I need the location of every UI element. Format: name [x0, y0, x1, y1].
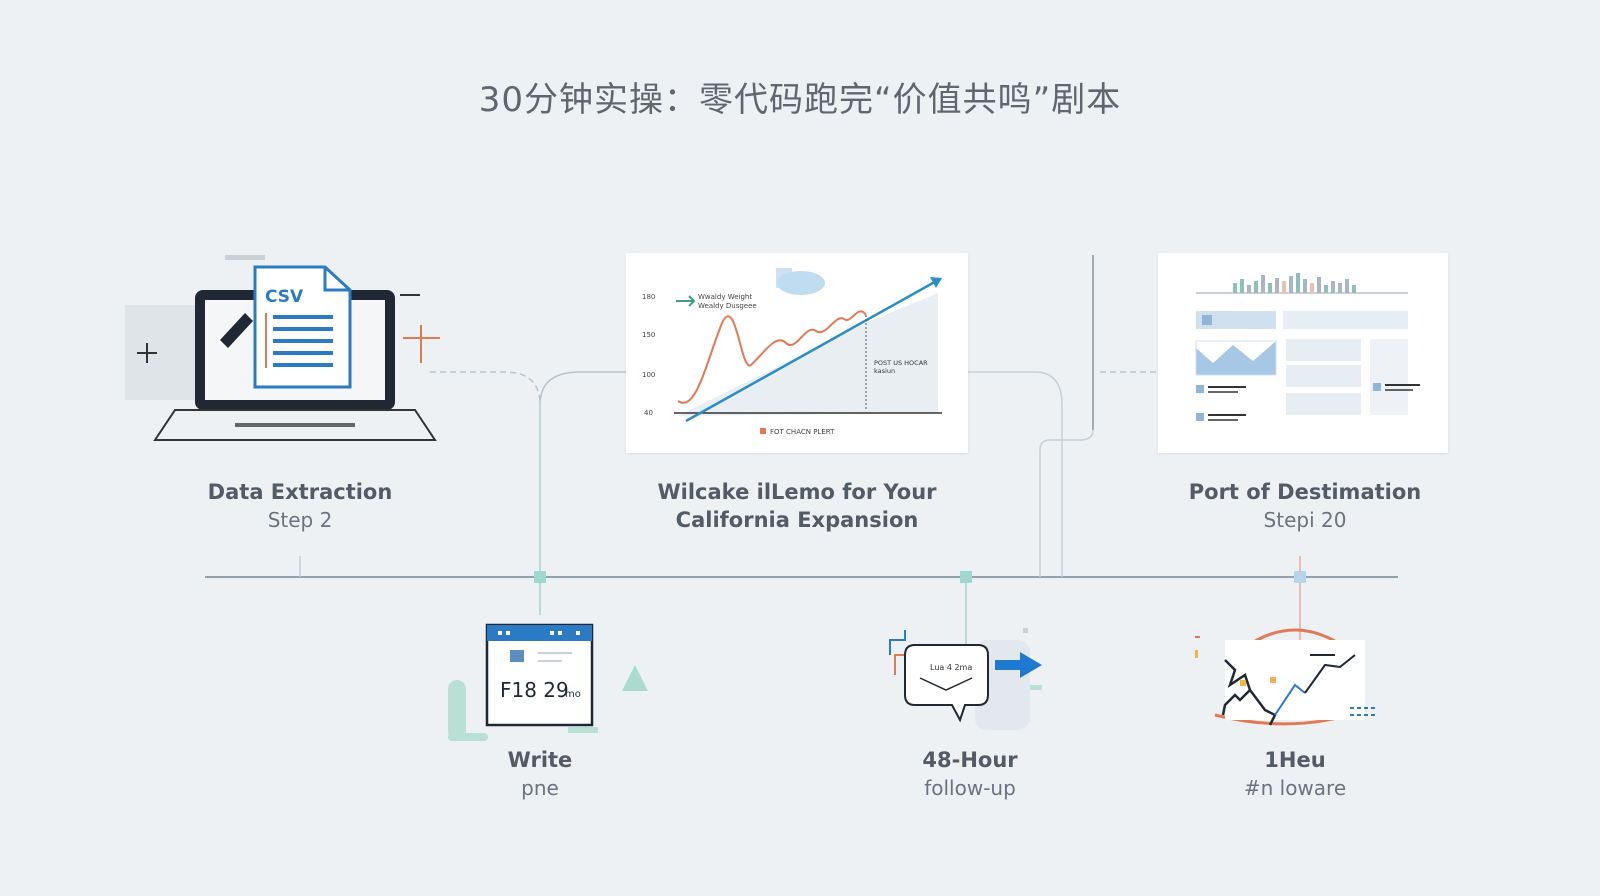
step-chart-label: Wilcake ilLemo for Your California Expan… — [632, 478, 962, 534]
series-line-orange — [677, 310, 867, 404]
step-extraction-title: Data Extraction — [207, 480, 393, 504]
step-write-sub: pne — [521, 776, 559, 800]
chart-legend-2: Wealdy Dusgeee — [698, 302, 757, 310]
line-chart-thumbnail: Wwaldy Weight Wealdy Dusgeee 180 150 100… — [642, 268, 942, 436]
step-extraction-label: Data Extraction Step 2 — [170, 478, 430, 534]
calendar-time-text: F18 29 — [500, 678, 569, 702]
y-tick-40: 40 — [644, 409, 653, 417]
y-tick-180: 180 — [642, 293, 655, 301]
calendar-time-unit: mo — [565, 689, 581, 700]
series-line-blue — [685, 277, 941, 423]
bubble-text: Lua 4 2ma — [930, 663, 972, 672]
connector-extraction-curve — [430, 371, 541, 406]
step-third-sub: #n loware — [1243, 776, 1347, 800]
chart-footer-label: FOT CHACN PLERT — [770, 428, 835, 436]
timeline-node-third — [1294, 571, 1306, 583]
dashboard-thumbnail — [1195, 273, 1420, 421]
y-tick-100: 100 — [642, 371, 655, 379]
chart-thumbnail-panel: Wwaldy Weight Wealdy Dusgeee 180 150 100… — [626, 253, 968, 453]
step-chart-title-2: California Expansion — [675, 508, 919, 532]
chart-legend-1: Wwaldy Weight — [698, 293, 752, 301]
timeline-node-followup — [960, 571, 972, 583]
csv-laptop-icon: CSV — [125, 255, 440, 441]
page-title: 30分钟实操：零代码跑完“价值共鸣”剧本 — [478, 80, 1122, 120]
connector-divider — [1039, 429, 1094, 577]
connector-chart-right — [968, 371, 1063, 577]
step-destination-title: Port of Destimation — [1188, 480, 1422, 504]
step-followup-label: 48-Hour follow-up — [890, 746, 1050, 802]
map-route-icon — [1195, 628, 1375, 726]
timeline-node-write — [534, 571, 546, 583]
message-bubble-icon: Lua 4 2ma — [889, 628, 1042, 730]
step-destination-label: Port of Destimation Stepi 20 — [1170, 478, 1440, 534]
step-followup-title: 48-Hour — [922, 748, 1018, 772]
step-destination-sub: Stepi 20 — [1263, 508, 1347, 532]
step-followup-sub: follow-up — [924, 776, 1016, 800]
chart-annotation-1: POST US HOCAR — [874, 359, 928, 367]
step-third-title: 1Heu — [1264, 748, 1326, 772]
step-write-title: Write — [507, 748, 573, 772]
step-extraction-sub: Step 2 — [267, 508, 333, 532]
csv-doc-label: CSV — [265, 287, 304, 307]
dashboard-thumbnail-panel — [1158, 253, 1448, 453]
connector-chart-curve — [539, 371, 626, 406]
calendar-window-icon: F18 29 mo — [448, 623, 648, 741]
step-third-label: 1Heu #n loware — [1215, 746, 1375, 802]
step-write-label: Write pne — [470, 746, 610, 802]
y-tick-150: 150 — [642, 331, 655, 339]
chart-annotation-2: kasiun — [874, 367, 895, 375]
step-chart-title-1: Wilcake ilLemo for Your — [657, 480, 937, 504]
